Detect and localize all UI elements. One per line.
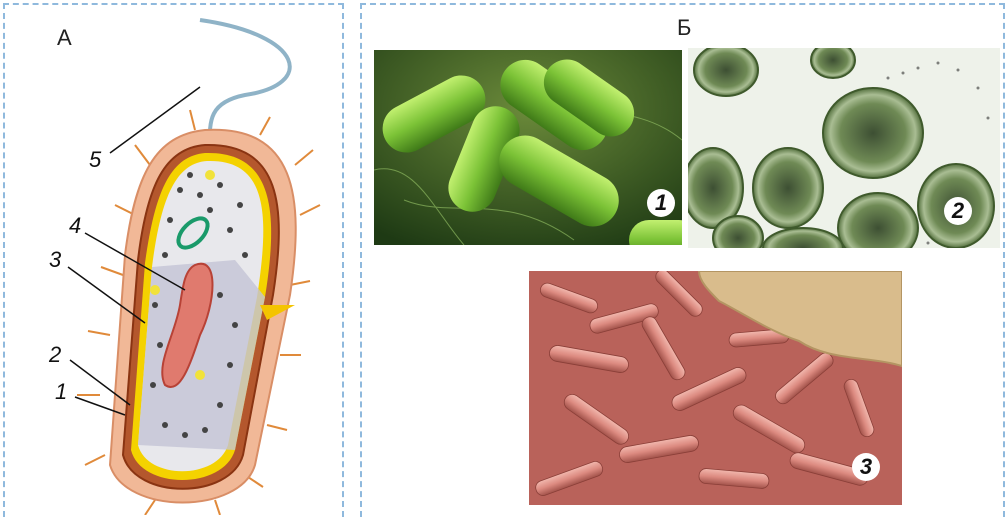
callout-2: 2: [49, 342, 61, 368]
photo-green-bacteria: [374, 50, 682, 245]
panel-a: А: [3, 3, 344, 517]
callout-1: 1: [55, 379, 67, 405]
photo-sem-bacteria: [529, 271, 902, 505]
callout-4: 4: [69, 213, 81, 239]
photo-number-3: 3: [852, 453, 880, 481]
photo-number-1: 1: [647, 189, 675, 217]
photo-number-2: 2: [944, 197, 972, 225]
callout-5: 5: [89, 147, 101, 173]
panel-b-letter: Б: [677, 15, 691, 41]
callout-3: 3: [49, 247, 61, 273]
panel-b: Б: [360, 3, 1005, 517]
